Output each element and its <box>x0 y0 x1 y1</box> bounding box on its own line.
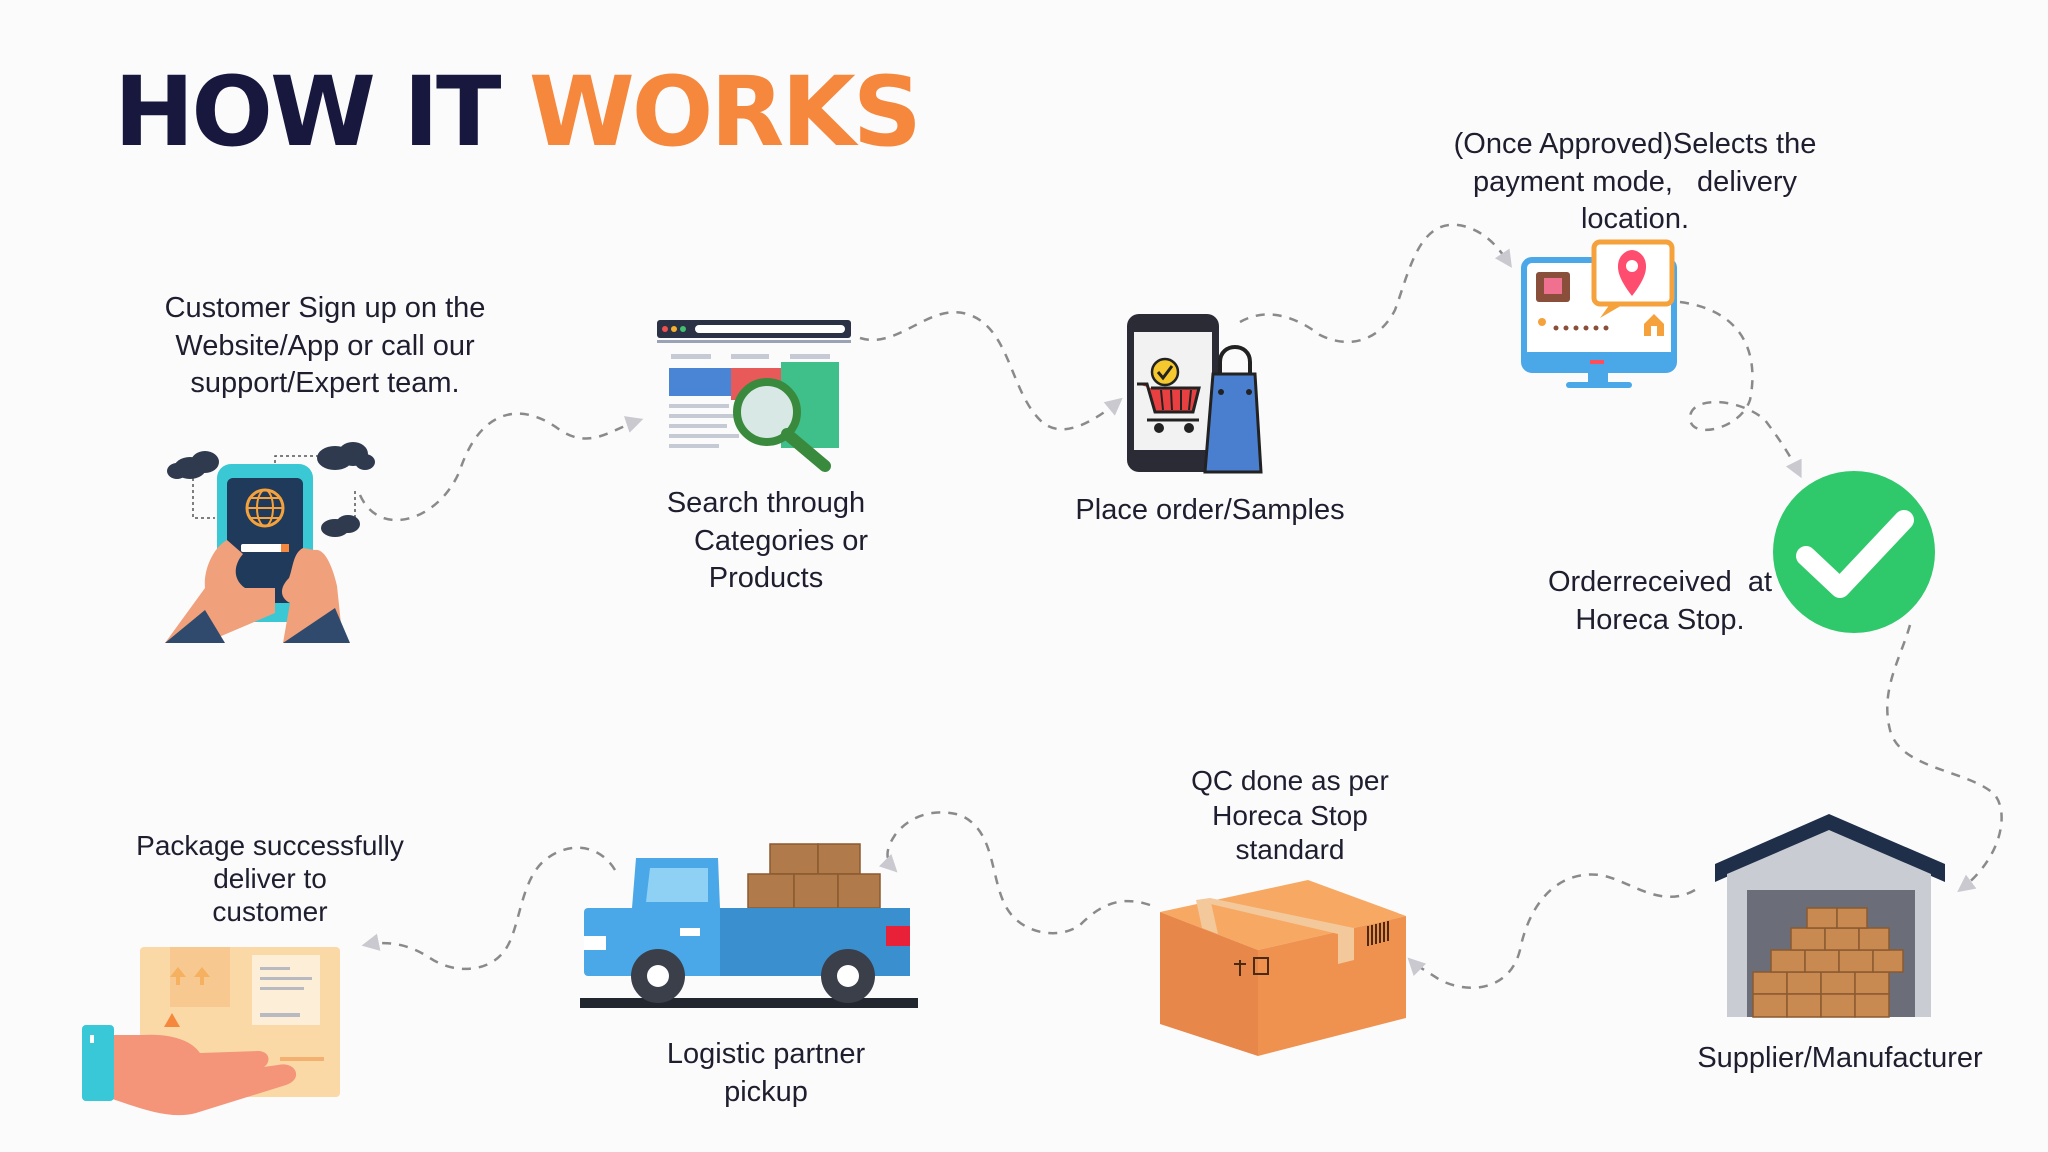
phone-cart-shopping-bag-icon <box>1127 314 1263 474</box>
hand-holding-package-icon <box>82 947 340 1116</box>
phone-globe-hands-icon <box>165 442 375 643</box>
green-check-icon <box>1773 471 1935 633</box>
step-label-order: Place order/Samples <box>1075 494 1345 526</box>
cardboard-box-icon <box>1160 880 1406 1056</box>
connector-received-to-supplier <box>1886 624 2003 893</box>
pickup-truck-icon <box>580 843 918 1008</box>
step-label-payment: (Once Approved)Selects the payment mode,… <box>1453 128 1817 236</box>
step-label-signup: Customer Sign up on the Website/App or c… <box>164 292 486 400</box>
step-label-qc: QC done as per Horeca Stop standard <box>1191 765 1389 866</box>
connector-payment-to-received <box>1679 300 1802 479</box>
page-title: HOW IT WORKS <box>114 64 922 160</box>
connector-qc-to-pickup <box>878 811 1151 935</box>
browser-magnifier-icon <box>657 320 851 472</box>
connector-pickup-to-delivered <box>361 846 617 971</box>
step-label-search: Search through Categories or Products <box>666 487 869 595</box>
connector-signup-to-search <box>358 412 644 522</box>
title-part-2: WORKS <box>528 56 922 168</box>
connector-order-to-payment <box>1239 223 1512 344</box>
connector-search-to-order <box>859 311 1123 431</box>
step-label-pickup: Logistic partner pickup <box>666 1038 866 1108</box>
monitor-location-pin-icon <box>1521 239 1677 388</box>
title-part-1: HOW IT <box>114 56 501 168</box>
step-label-received: Orderreceived at Horeca Stop. <box>1547 566 1773 636</box>
step-label-supplier: Supplier/Manufacturer <box>1697 1042 1983 1074</box>
step-label-delivered: Package successfully deliver to customer <box>136 830 404 927</box>
connector-supplier-to-qc <box>1407 873 1696 989</box>
warehouse-icon <box>1715 814 1945 1018</box>
